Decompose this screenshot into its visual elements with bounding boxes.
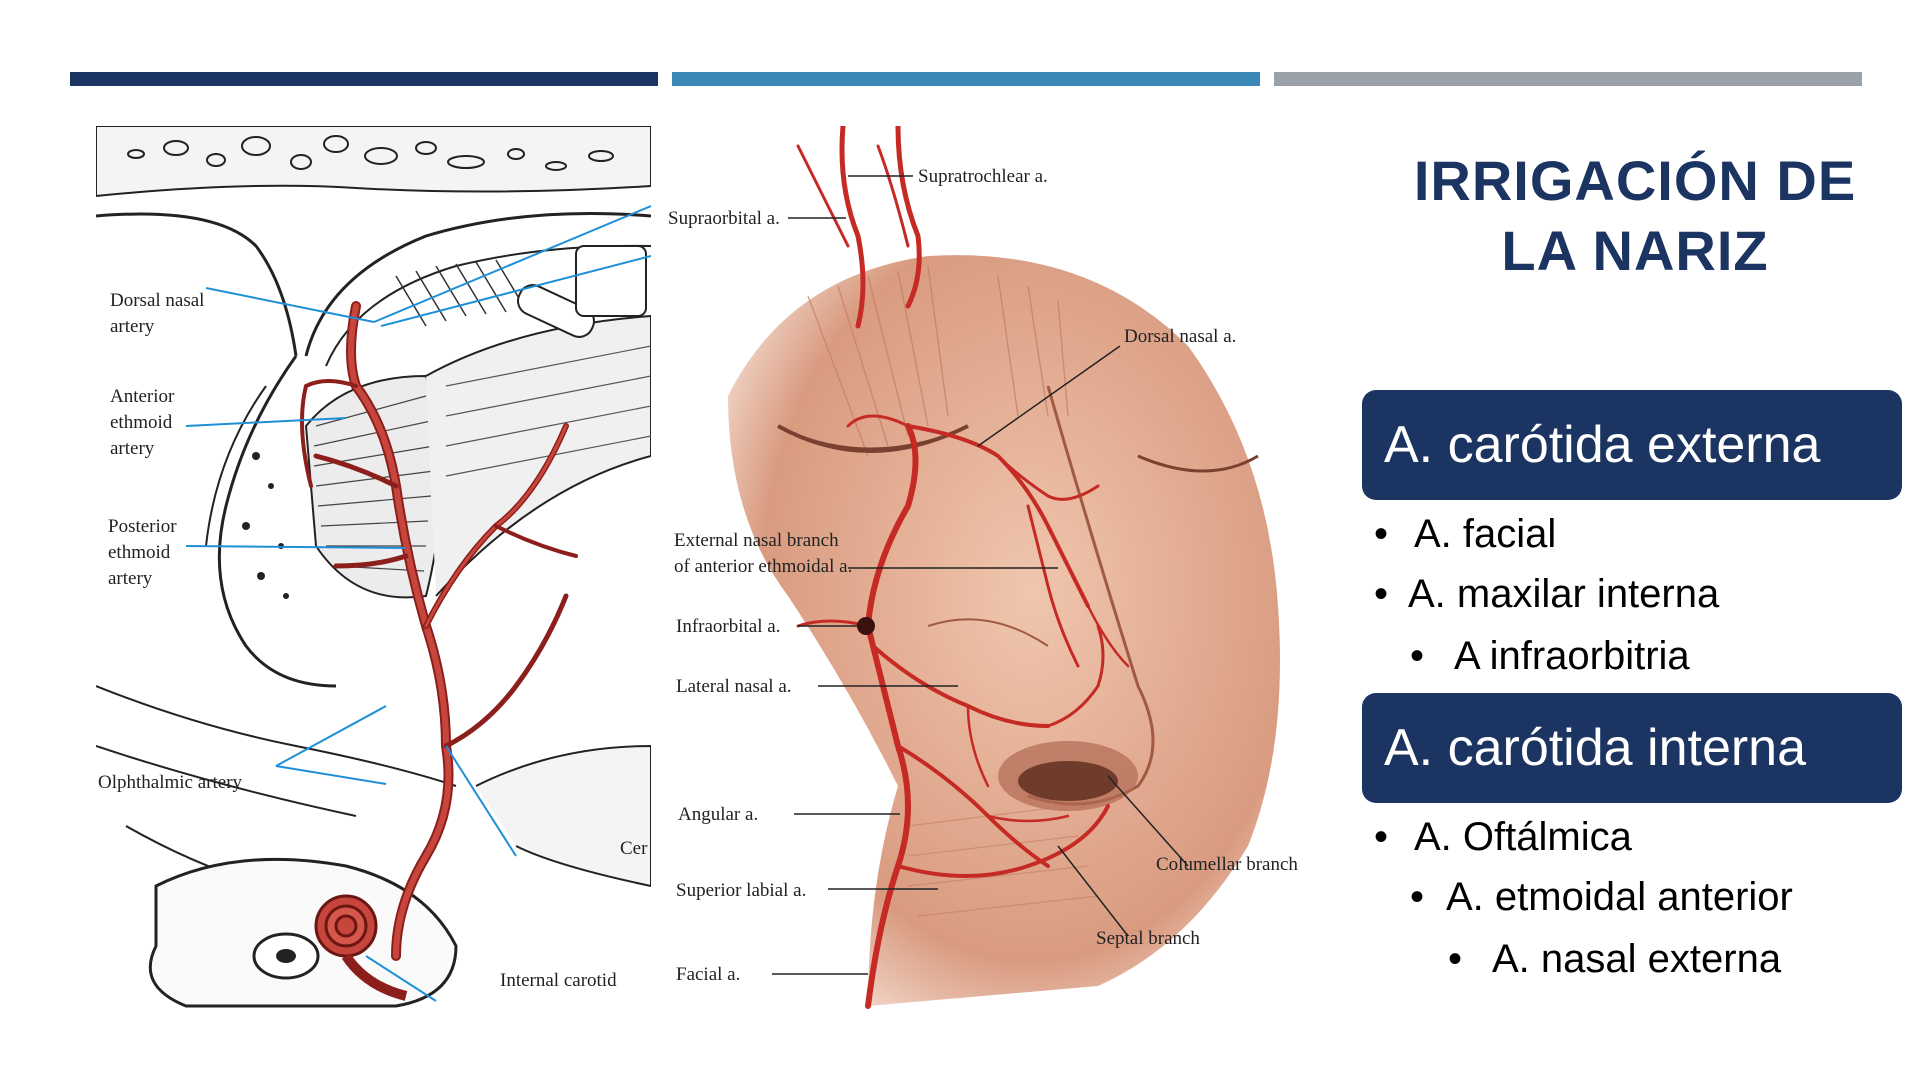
- label-columellar-branch: Columellar branch: [1156, 854, 1298, 875]
- accent-bar-navy: [70, 72, 658, 86]
- list-item: •A. maxilar interna: [1374, 572, 1720, 616]
- label-supratrochlear: Supratrochlear a.: [918, 166, 1048, 187]
- slide-title: IRRIGACIÓN DE LA NARIZ: [1365, 146, 1905, 286]
- label-internal-carotid: Internal carotid: [500, 970, 617, 991]
- label-posterior-ethmoid-3: artery: [108, 568, 153, 589]
- list-item: •A. nasal externa: [1448, 937, 1782, 981]
- label-posterior-ethmoid: Posterior: [108, 516, 177, 537]
- label-superior-labial: Superior labial a.: [676, 880, 806, 901]
- list-item: •A infraorbitria: [1410, 634, 1690, 678]
- label-anterior-ethmoid-2: ethmoid: [110, 412, 173, 433]
- slide-title-line-1: IRRIGACIÓN DE: [1413, 149, 1857, 212]
- accent-bar-blue: [672, 72, 1260, 86]
- bullet-dot: •: [1374, 815, 1389, 859]
- section-header-external-carotid: A. carótida externa: [1362, 390, 1902, 500]
- label-external-nasal-branch: External nasal branch: [674, 530, 839, 551]
- bullet-dot: •: [1410, 634, 1425, 678]
- label-lateral-nasal: Lateral nasal a.: [676, 676, 792, 697]
- orbit-artery-illustration: Dorsal nasal artery Anterior ethmoid art…: [96, 126, 651, 1016]
- bullet-dot: •: [1410, 875, 1425, 919]
- label-dorsal-nasal-artery-2: artery: [110, 316, 155, 337]
- label-external-nasal-branch-2: of anterior ethmoidal a.: [674, 556, 852, 577]
- label-angular: Angular a.: [678, 804, 758, 825]
- label-cer: Cer: [620, 838, 648, 859]
- label-posterior-ethmoid-2: ethmoid: [108, 542, 171, 563]
- list-item: •A. etmoidal anterior: [1410, 875, 1793, 919]
- label-anterior-ethmoid: Anterior: [110, 386, 175, 407]
- face-artery-illustration: Supratrochlear a. Supraorbital a. Dorsal…: [668, 126, 1333, 1016]
- label-infraorbital: Infraorbital a.: [676, 616, 780, 637]
- bullet-dot: •: [1374, 512, 1389, 556]
- list-item: •A. Oftálmica: [1374, 815, 1632, 859]
- bullet-dot: •: [1374, 572, 1389, 616]
- label-dorsal-nasal: Dorsal nasal a.: [1124, 326, 1236, 347]
- list-item: •A. facial: [1374, 512, 1557, 556]
- section-header-internal-carotid: A. carótida interna: [1362, 693, 1902, 803]
- label-ophthalmic-artery: Olphthalmic artery: [98, 772, 243, 793]
- label-dorsal-nasal-artery: Dorsal nasal: [110, 290, 204, 311]
- slide-title-line-2: LA NARIZ: [1501, 219, 1769, 282]
- label-facial: Facial a.: [676, 964, 740, 985]
- accent-bar-gray: [1274, 72, 1862, 86]
- label-supraorbital: Supraorbital a.: [668, 208, 780, 229]
- bullet-dot: •: [1448, 937, 1463, 981]
- label-septal-branch: Septal branch: [1096, 928, 1200, 949]
- label-anterior-ethmoid-3: artery: [110, 438, 155, 459]
